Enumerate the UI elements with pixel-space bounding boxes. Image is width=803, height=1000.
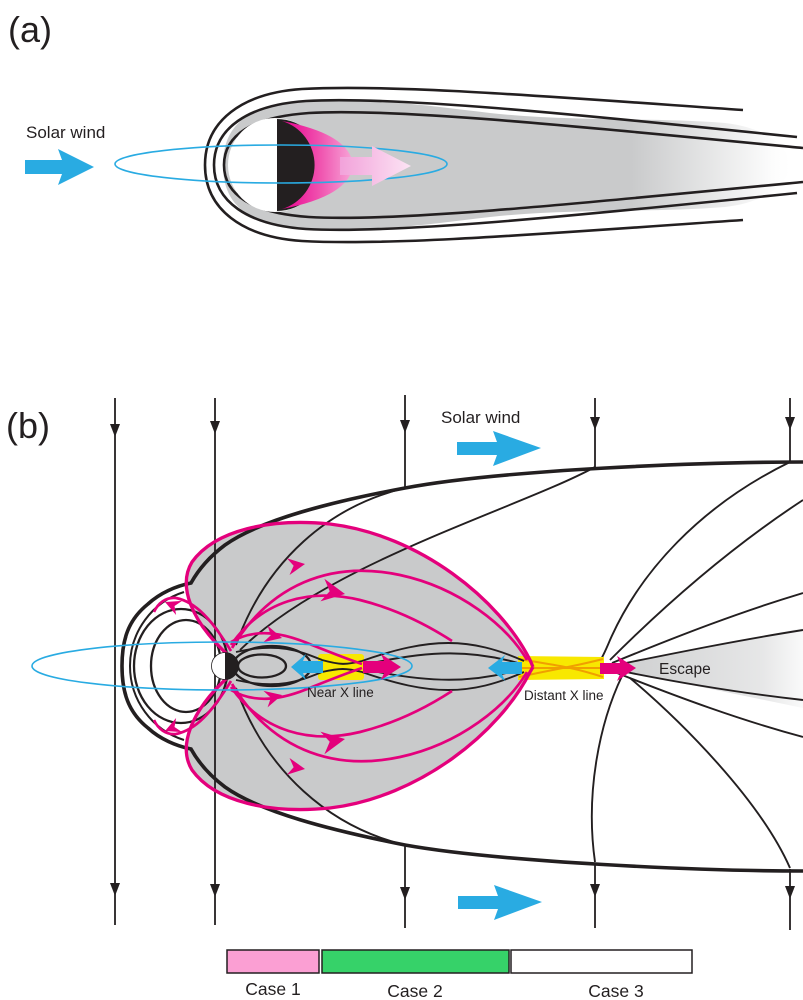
solar-wind-arrow-a — [25, 149, 94, 185]
solar-wind-label-a: Solar wind — [26, 123, 105, 142]
legend-swatch-case3 — [510, 949, 693, 974]
escape-label: Escape — [659, 661, 711, 678]
panel-b-label: (b) — [6, 405, 50, 446]
convection-arrowheads — [165, 558, 345, 775]
lobe-open-field-lines — [235, 461, 791, 869]
legend-label-case3: Case 3 — [588, 981, 643, 1000]
planet-b-nightside — [225, 652, 239, 680]
plasma-flow-arrow-a — [340, 146, 411, 186]
panel-a: (a) Solar wind — [8, 9, 803, 244]
panel-b: (b) — [6, 395, 803, 930]
legend-swatch-case1 — [226, 949, 320, 974]
near-x-line-label: Near X line — [307, 685, 374, 700]
panel-a-label: (a) — [8, 9, 52, 50]
solar-wind-label-b: Solar wind — [441, 408, 520, 427]
legend: Case 1 Case 2 Case 3 — [226, 949, 693, 1000]
tailward-flow-arrow-near-x — [363, 654, 401, 680]
escape-fan-lines — [609, 499, 803, 738]
escape-flow-arrow-distant-x — [600, 656, 636, 681]
plasma-crescent-a — [282, 121, 353, 209]
imf-arrowheads — [110, 417, 795, 900]
earthward-flow-arrow-distant-x — [488, 655, 522, 681]
earthward-flow-arrow-near-x — [291, 654, 323, 680]
solar-wind-arrow-b-bottom — [458, 885, 542, 920]
solar-wind-arrow-b-top — [457, 431, 541, 466]
orbit-ellipse-b — [31, 641, 413, 691]
orbit-ellipse-a — [114, 144, 448, 184]
reconnected-flux-boundary — [184, 520, 535, 812]
distant-x-line-label: Distant X line — [524, 688, 604, 703]
legend-swatch-case2 — [321, 949, 510, 974]
bowshock-lines-a — [203, 86, 803, 244]
escape-gray-wedge — [605, 628, 803, 708]
legend-label-case1: Case 1 — [245, 979, 300, 999]
legend-label-case2: Case 2 — [387, 981, 442, 1000]
